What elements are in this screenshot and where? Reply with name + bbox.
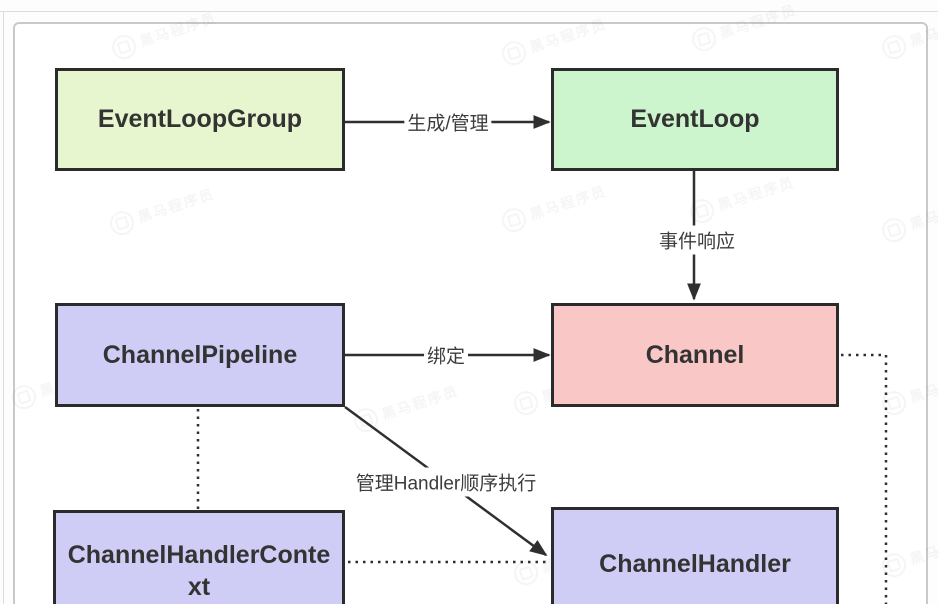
node-event-loop: EventLoop [551, 68, 839, 171]
node-channel-handler: ChannelHandler [551, 507, 839, 604]
node-channel-pipeline-label: ChannelPipeline [102, 340, 298, 369]
window-top-divider [0, 11, 938, 12]
edge-label-event-response: 事件响应 [655, 225, 739, 255]
node-channel: Channel [551, 303, 839, 407]
node-channel-label: Channel [645, 340, 745, 369]
node-channel-handler-context-label: ChannelHandlerContext [67, 540, 331, 602]
node-event-loop-group-label: EventLoopGroup [97, 105, 303, 134]
node-event-loop-label: EventLoop [630, 105, 760, 134]
edge-label-generate-manage: 生成/管理 [404, 107, 492, 137]
edge-label-manage-handler-order: 管理Handler顺序执行 [352, 467, 540, 497]
node-event-loop-group: EventLoopGroup [55, 68, 345, 171]
edge-label-bind: 绑定 [423, 340, 469, 370]
edge-channel-handler-dotted [841, 353, 888, 604]
node-channel-handler-context: ChannelHandlerContext [53, 510, 345, 604]
window-left-divider [3, 12, 4, 604]
node-channel-pipeline: ChannelPipeline [55, 303, 345, 407]
node-channel-handler-label: ChannelHandler [599, 550, 791, 579]
